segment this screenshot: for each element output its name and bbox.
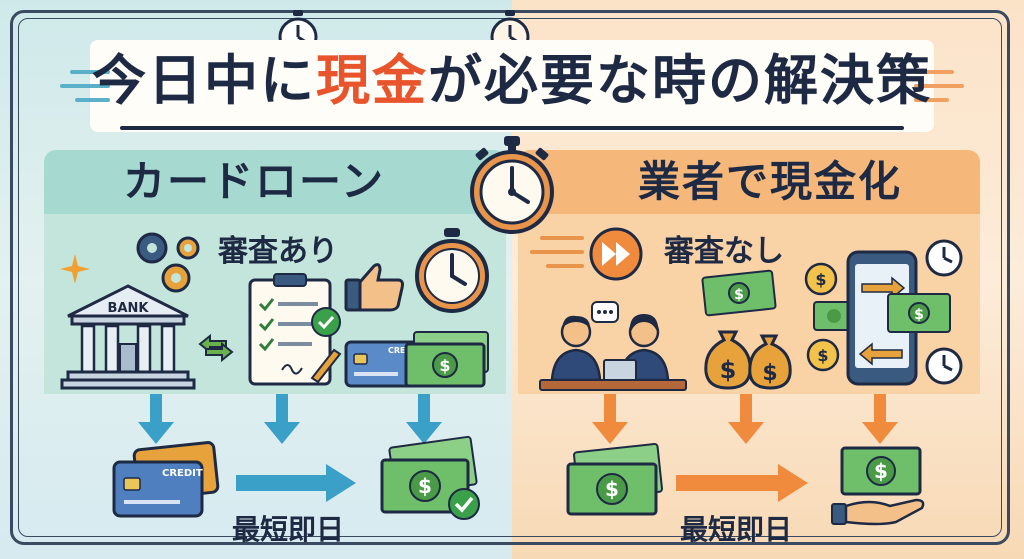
speed-line-decoration	[546, 264, 584, 268]
down-arrow-icon	[264, 394, 300, 444]
cash-dollar-glyph: $	[605, 477, 619, 501]
card-label: CREDIT	[162, 468, 203, 479]
right-review-label: 審査なし	[664, 234, 784, 269]
down-arrow-icon	[862, 394, 898, 444]
speed-line-decoration	[530, 250, 584, 254]
coin-dollar-glyph: $	[815, 270, 826, 289]
fast-forward-icon	[589, 227, 643, 281]
clock-icon	[925, 239, 963, 277]
right-heading: 業者で現金化	[637, 157, 902, 206]
title-plate	[90, 40, 934, 132]
thumbs-up-icon	[344, 263, 404, 312]
speed-line-decoration	[70, 70, 110, 74]
money-bag-dollar-glyph: $	[762, 361, 777, 386]
center-stopwatch-icon	[470, 136, 554, 234]
bank-building-icon: BANK	[60, 284, 196, 390]
right-arrow-icon	[236, 464, 356, 502]
right-panel-header	[518, 150, 980, 214]
sparkle-icon	[60, 254, 90, 284]
credit-cards-icon: CREDIT	[112, 441, 220, 518]
cash-stack-icon: $	[404, 331, 489, 388]
left-review-label: 審査あり	[218, 234, 338, 269]
down-arrow-icon	[728, 394, 764, 444]
speed-line-decoration	[914, 84, 964, 88]
left-panel-header	[44, 150, 506, 214]
checklist-clipboard-icon	[248, 273, 342, 386]
right-arrow-icon	[676, 464, 808, 502]
cash-dollar-glyph: $	[734, 287, 744, 303]
gears-icon	[136, 232, 200, 293]
down-arrow-icon	[592, 394, 628, 444]
cash-dollar-glyph: $	[914, 307, 924, 323]
money-bags-icon: $ $	[704, 330, 792, 390]
speed-line-decoration	[540, 236, 584, 240]
bank-label: BANK	[108, 301, 150, 316]
right-result-label: 最短即日	[680, 513, 793, 546]
page-title: 今日中に現金が必要な時の解決策	[0, 46, 1024, 116]
cash-dollar-glyph: $	[418, 474, 432, 498]
down-arrow-icon	[138, 394, 174, 444]
left-result-label: 最短即日	[232, 513, 345, 546]
exchange-arrows-icon	[198, 333, 234, 363]
card-label-small: CREDI	[388, 346, 415, 355]
speed-line-decoration	[914, 70, 954, 74]
stopwatch-icon	[415, 228, 489, 313]
call-center-staff-icon	[539, 301, 687, 391]
hand-receiving-cash-icon: $	[831, 446, 925, 526]
credit-card-icon: CREDI	[344, 340, 420, 388]
speed-line-decoration	[75, 98, 110, 102]
speed-line-decoration	[60, 84, 110, 88]
title-prefix: 今日中に	[92, 49, 316, 112]
down-arrow-icon	[406, 394, 442, 444]
flying-cash-icon: $	[701, 269, 777, 317]
clock-icon	[925, 347, 963, 385]
title-underline	[120, 126, 904, 130]
money-bag-dollar-glyph: $	[720, 356, 737, 384]
coin-dollar-glyph: $	[817, 346, 828, 365]
cash-dollar-glyph: $	[439, 356, 450, 375]
dollar-coin-icon: $	[806, 338, 840, 372]
phone-cash-icon: $	[887, 293, 951, 333]
speed-line-decoration	[914, 98, 949, 102]
left-heading: カードローン	[123, 157, 385, 206]
cash-check-icon: $	[380, 435, 480, 520]
dollar-coin-icon: $	[804, 262, 838, 296]
title-highlight: 現金	[316, 49, 428, 112]
title-suffix: が必要な時の解決策	[428, 49, 932, 112]
cash-stack-icon: $	[566, 443, 663, 516]
cash-dollar-glyph: $	[874, 459, 888, 483]
